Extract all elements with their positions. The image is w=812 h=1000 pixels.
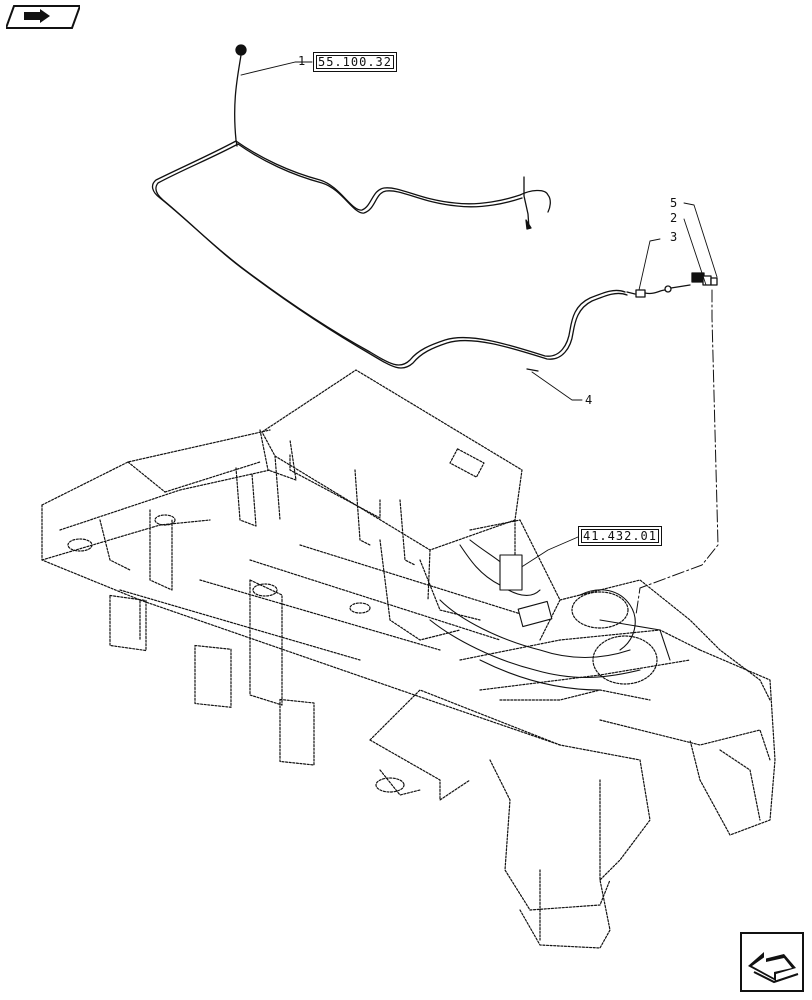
next-page-button[interactable] xyxy=(740,932,804,992)
control-valve-assembly xyxy=(429,539,671,691)
top-left-nav-button[interactable] xyxy=(4,4,82,29)
perforated-plate xyxy=(261,369,523,551)
item-number-4: 4 xyxy=(585,393,593,407)
next-page-arrow-icon xyxy=(740,932,804,992)
connector-block xyxy=(691,272,718,286)
leader-lines xyxy=(240,61,718,569)
book-arrow-icon xyxy=(4,5,82,29)
wiring-harness xyxy=(151,44,718,372)
reference-box-mid[interactable]: 41.432.01 xyxy=(578,526,662,546)
item-number-1: 1 xyxy=(298,54,306,68)
item-number-3: 3 xyxy=(670,230,678,244)
reference-box-top[interactable]: 55.100.32 xyxy=(313,52,397,72)
reference-dash-line xyxy=(635,289,719,616)
tractor-chassis xyxy=(41,369,776,949)
item-number-2: 2 xyxy=(670,211,678,225)
item-number-5: 5 xyxy=(670,196,678,210)
harness-plug-top xyxy=(235,44,247,56)
